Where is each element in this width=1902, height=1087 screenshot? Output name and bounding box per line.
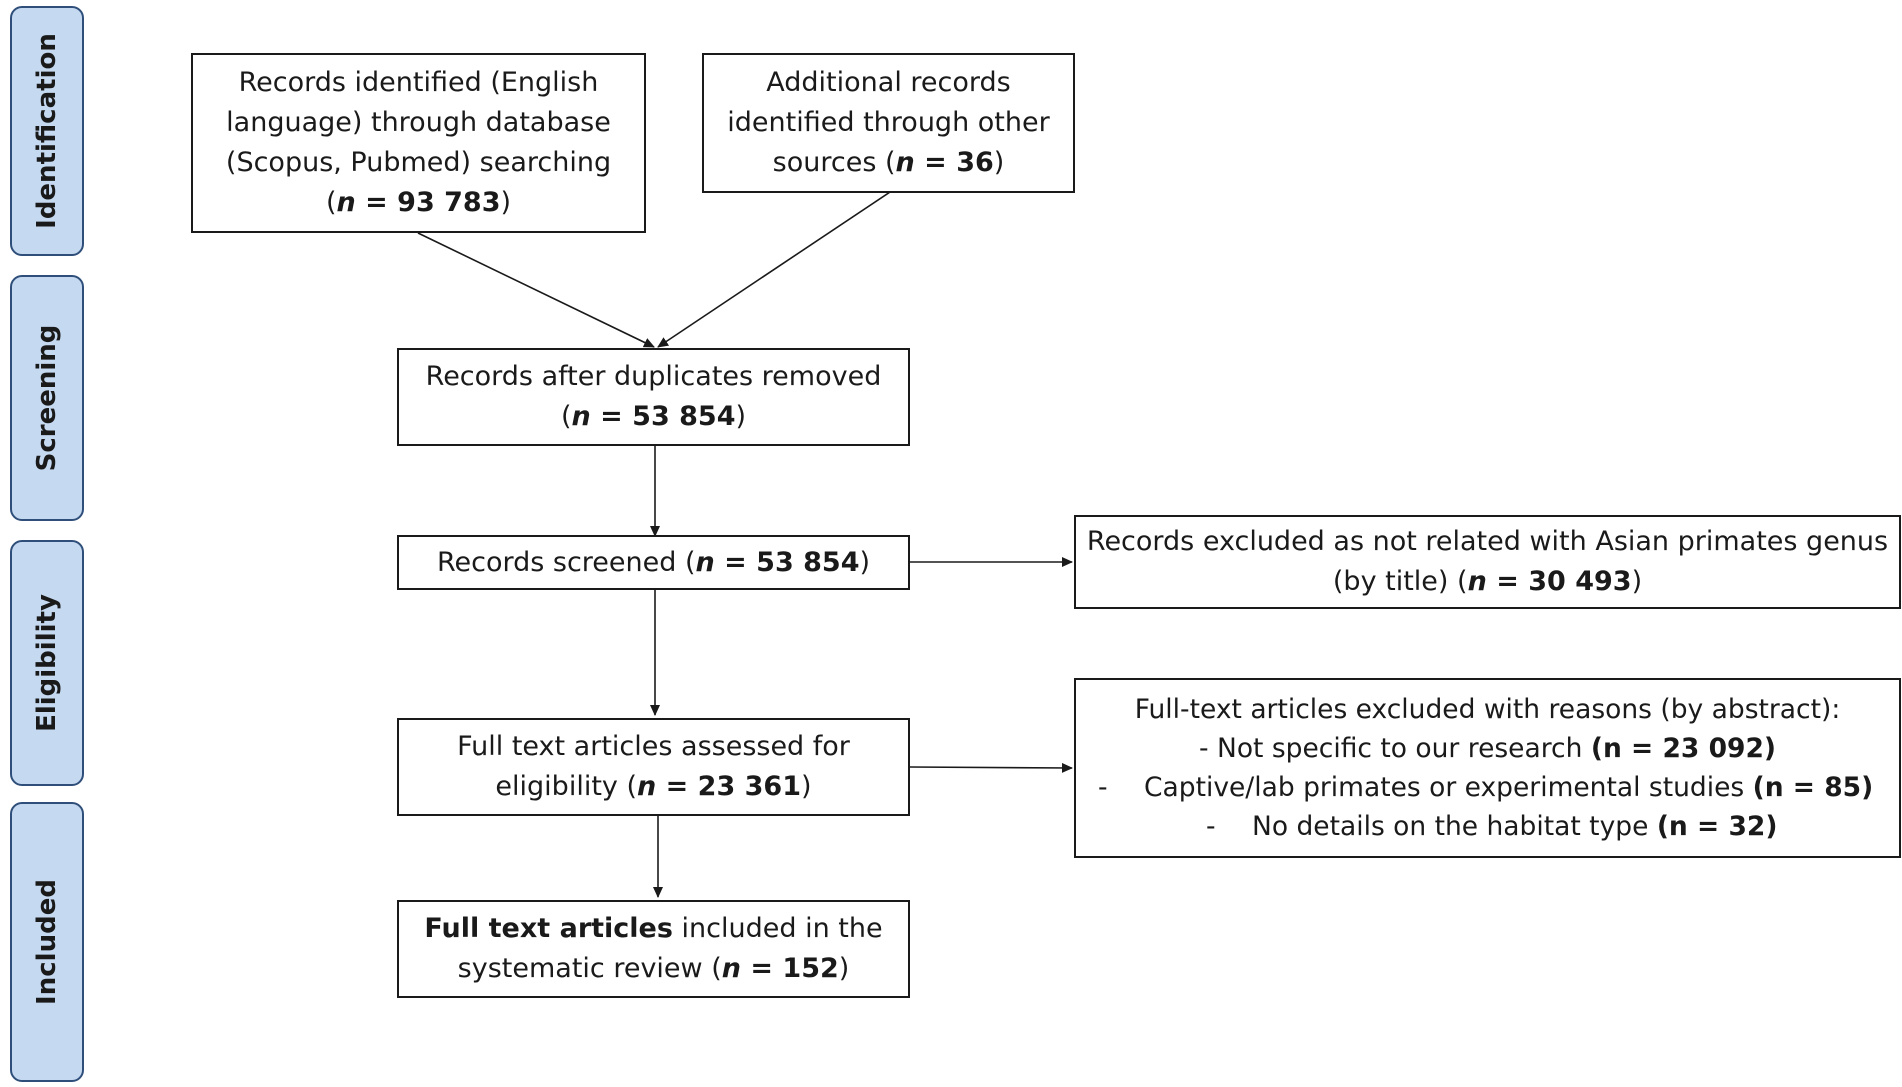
db-count-close: ) [500, 186, 512, 218]
dup-count-close: ) [735, 401, 747, 432]
excluded-reason-2: - Captive/lab primates or experimental st… [1076, 768, 1899, 807]
excluded-title-count-close: ) [1631, 566, 1643, 597]
included-count-var: n [721, 953, 741, 984]
db-line3: (Scopus, Pubmed) searching [225, 147, 612, 178]
included-line2: systematic review (n = 152) [458, 949, 850, 989]
included-count-close: ) [838, 953, 850, 984]
excluded-reason-1: - Not specific to our research (n = 23 0… [1199, 729, 1776, 768]
db-count-value: = 93 783 [355, 186, 501, 218]
fulltext-line2: eligibility (n = 23 361) [495, 767, 811, 807]
stage-included: Included [10, 802, 84, 1082]
other-line1: Additional records [766, 67, 1011, 99]
box-excluded-by-abstract: Full-text articles excluded with reasons… [1074, 678, 1901, 858]
excluded-reason-3: - No details on the habitat type (n = 32) [1076, 807, 1899, 846]
excluded-title-line2: (by title) (n = 30 493) [1333, 562, 1642, 602]
box-fulltext-assessed: Full text articles assessed for eligibil… [397, 718, 910, 816]
db-count: (n = 93 783) [326, 183, 511, 223]
other-line3-prefix: sources ( [772, 146, 896, 178]
box-records-screened: Records screened (n = 53 854) [397, 535, 910, 590]
other-count-close: ) [993, 146, 1005, 178]
screened-count-var: n [695, 546, 715, 578]
stage-identification: Identification [10, 6, 84, 256]
other-count-value: = 36 [914, 146, 994, 178]
screened-count-value: = 53 854 [714, 546, 860, 578]
other-line2: identified through other [727, 107, 1050, 139]
fulltext-count-value: = 23 361 [656, 771, 802, 802]
other-count-var: n [895, 146, 915, 178]
reason3-text: No details on the habitat type [1252, 811, 1657, 843]
arrow-db-to-dup [417, 232, 655, 348]
other-line3: sources (n = 36) [773, 143, 1005, 183]
reason2-dash: - [1098, 772, 1108, 803]
dup-count-open: ( [560, 401, 572, 432]
reason3-count: (n = 32) [1656, 811, 1778, 843]
included-line1-rest: included in the [672, 913, 883, 945]
arrow-fulltext-to-excluded [909, 762, 1073, 773]
reason2-count: (n = 85) [1752, 772, 1874, 803]
arrow-other-to-dup [657, 191, 891, 348]
db-count-open: ( [325, 186, 337, 218]
db-line1: Records identified (English [238, 67, 599, 99]
reason2-text: Captive/lab primates or experimental stu… [1144, 772, 1753, 803]
included-prefix: systematic review ( [457, 953, 722, 984]
excluded-title-count-value: = 30 493 [1486, 566, 1632, 597]
stage-screening: Screening [10, 275, 84, 521]
box-database-records: Records identified (English language) th… [191, 53, 646, 233]
dup-count-var: n [571, 401, 591, 432]
included-bold: Full text articles [424, 913, 673, 945]
fulltext-prefix: eligibility ( [495, 771, 638, 802]
dup-count: (n = 53 854) [561, 397, 746, 437]
fulltext-count-var: n [637, 771, 657, 802]
excluded-abstract-heading: Full-text articles excluded with reasons… [1134, 693, 1841, 725]
reason1-count: (n = 23 092) [1590, 732, 1776, 764]
fulltext-line1: Full text articles assessed for [457, 731, 850, 763]
screened-count-close: ) [859, 546, 871, 578]
screened-prefix: Records screened ( [436, 546, 696, 578]
fulltext-count-close: ) [801, 771, 812, 802]
stage-eligibility: Eligibility [10, 540, 84, 786]
box-duplicates-removed: Records after duplicates removed (n = 53… [397, 348, 910, 446]
reason1-text: Not specific to our research [1217, 732, 1591, 764]
dup-line1: Records after duplicates removed [425, 361, 882, 393]
box-included-articles: Full text articles included in the syste… [397, 900, 910, 998]
included-line1: Full text articles included in the [424, 909, 882, 949]
box-other-sources: Additional records identified through ot… [702, 53, 1075, 193]
reason1-dash: - [1199, 732, 1217, 764]
excluded-title-prefix: (by title) ( [1332, 566, 1468, 597]
screened-line: Records screened (n = 53 854) [437, 543, 870, 583]
excluded-title-line1: Records excluded as not related with Asi… [1086, 526, 1889, 558]
included-count-value: = 152 [740, 953, 839, 984]
dup-count-value: = 53 854 [590, 401, 736, 432]
box-excluded-by-title: Records excluded as not related with Asi… [1074, 515, 1901, 609]
excluded-title-count-var: n [1467, 566, 1487, 597]
reason3-dash: - [1206, 811, 1216, 843]
db-line2: language) through database [226, 107, 611, 139]
db-count-var: n [336, 186, 356, 218]
